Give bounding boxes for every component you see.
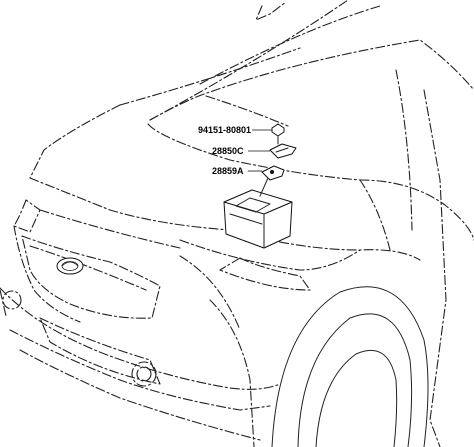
callout-part-number: 28850C [212,146,244,156]
vehicle-emblem-icon [56,257,84,275]
front-wheel [271,286,429,447]
callout-part-number: 28859A [212,166,244,176]
bolt-icon [271,123,285,145]
battery-icon [223,189,293,249]
battery-clamp-icon [259,165,285,197]
battery-hold-down-icon [269,143,297,159]
callout-part-number: 94151-80801 [198,125,251,135]
